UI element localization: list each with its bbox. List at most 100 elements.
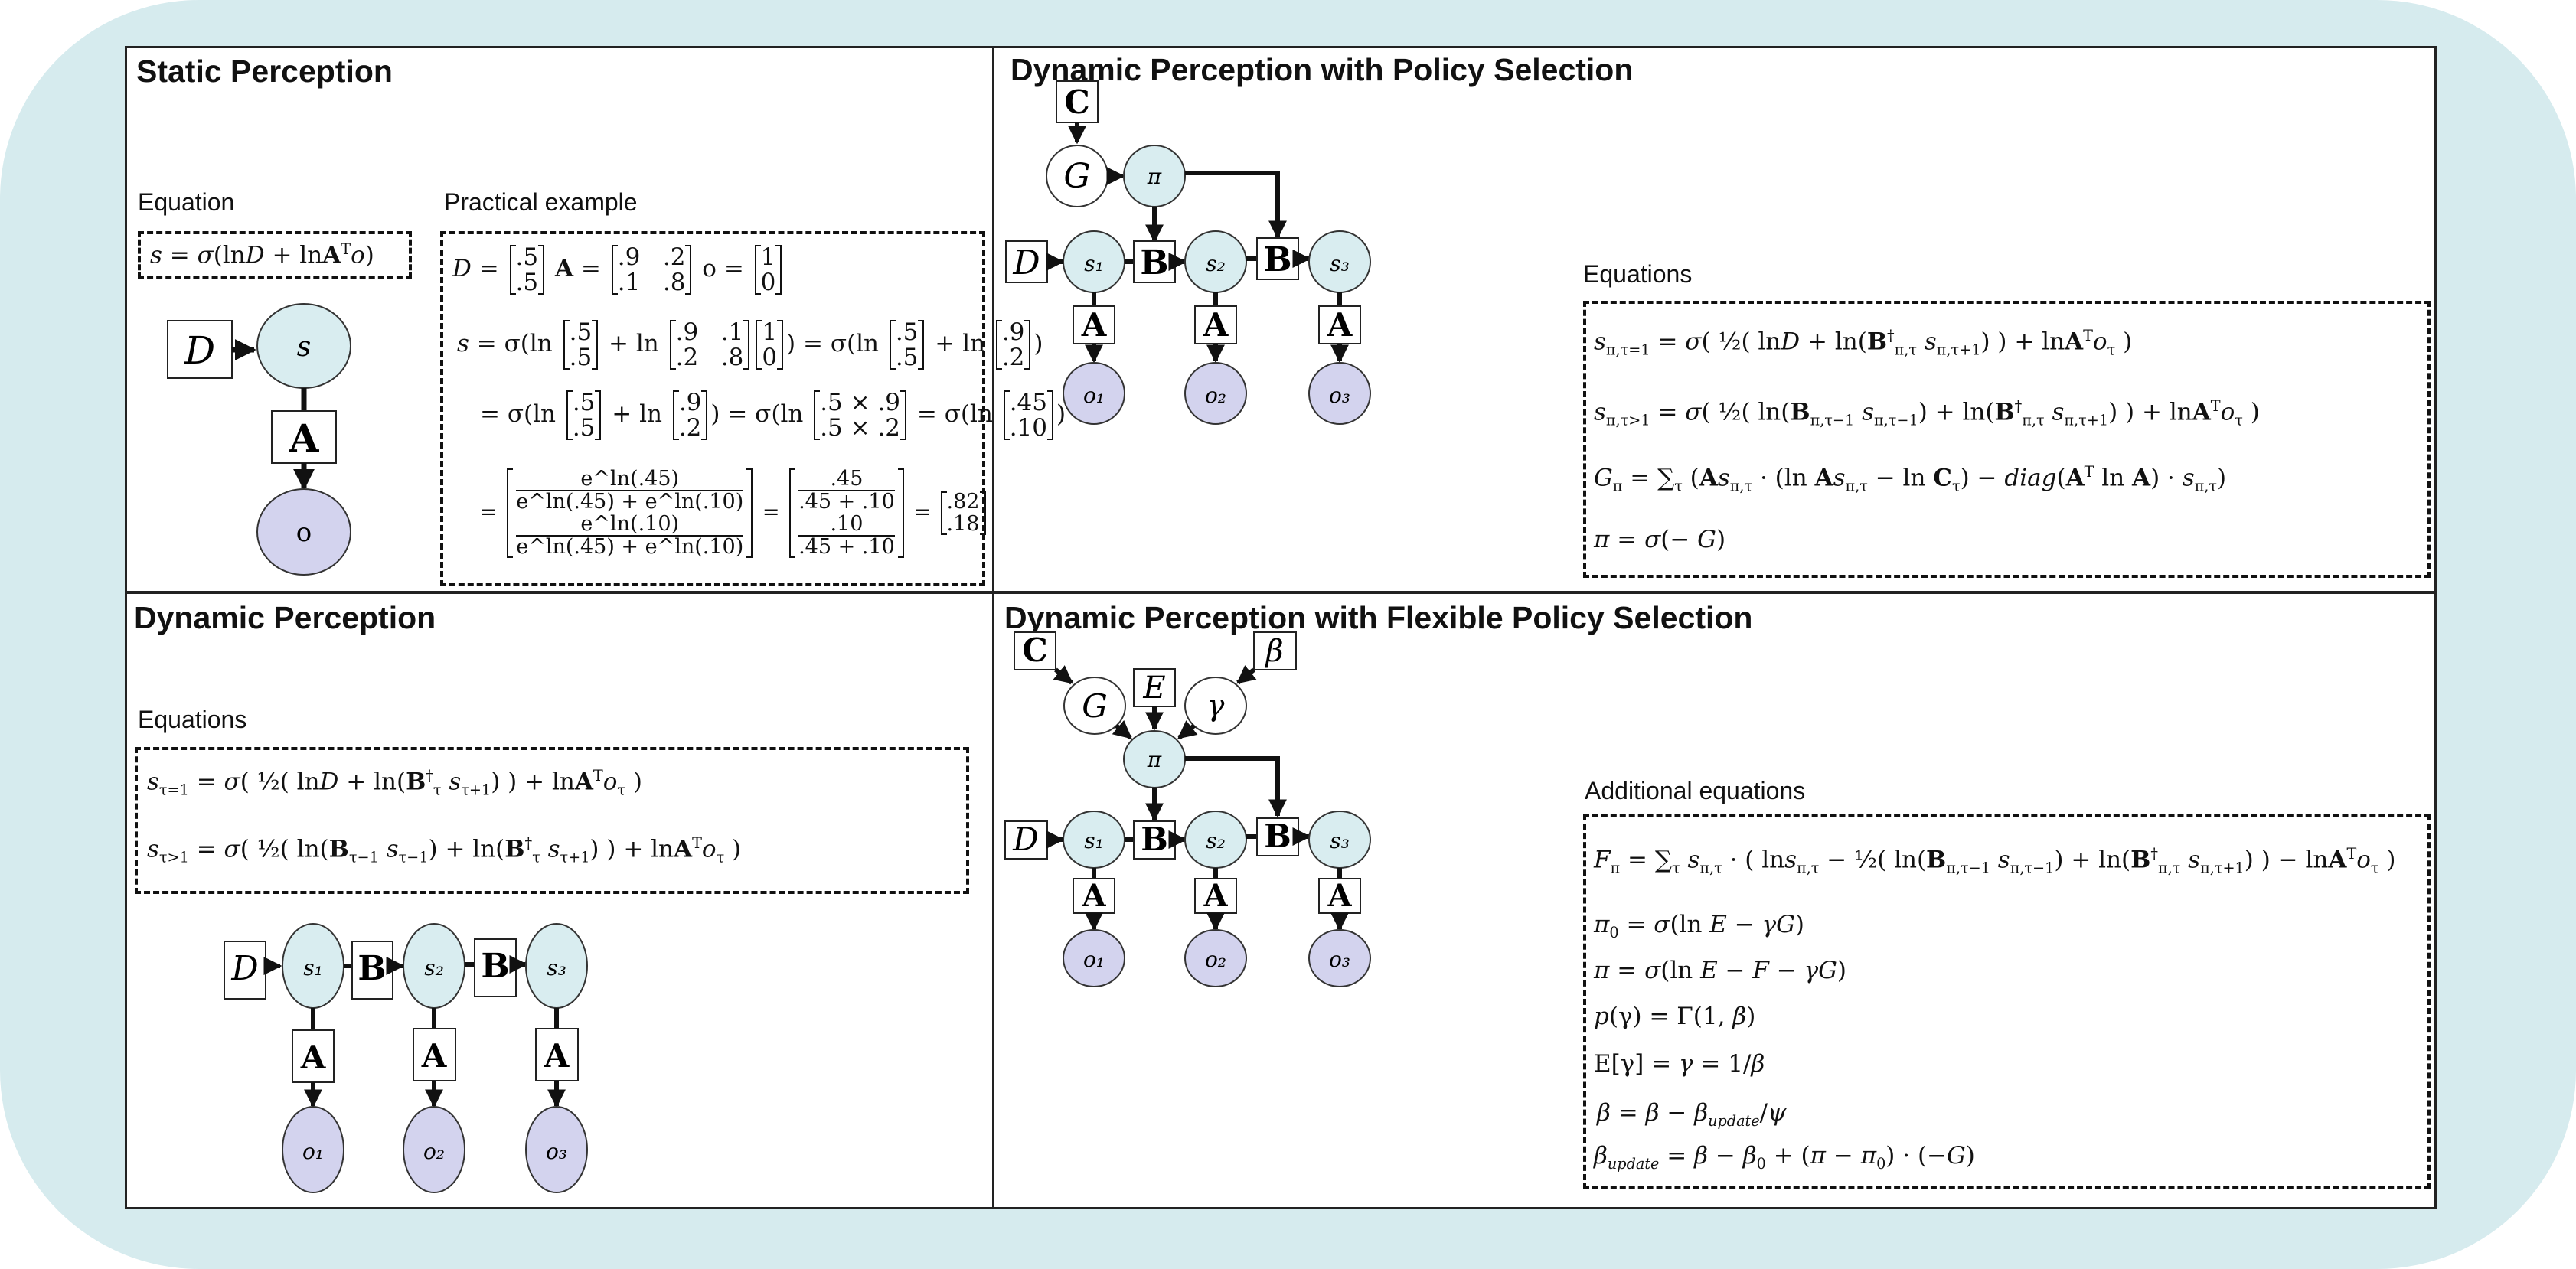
obs-o3-label: o₃ (546, 1139, 567, 1164)
likelihood-column-2: A o₂ (403, 1008, 465, 1193)
transition-B1-node (1133, 820, 1176, 860)
static-equation: s = σ(lnD + lnATo) (150, 240, 374, 269)
obs-o2-label: o₂ (1205, 383, 1226, 408)
habit-E-label: E (1142, 670, 1165, 706)
preference-C-node (1056, 80, 1099, 123)
prior-D-node (1004, 820, 1048, 860)
flex-eq-pi: π = σ(ln E − F − γG) (1594, 957, 1846, 984)
prior-D-node (224, 941, 266, 1000)
likelihood-A-label: A (289, 416, 320, 461)
state-s2-label: s₂ (1206, 828, 1226, 853)
flex-eq-beta: β = β − βupdate/ψ (1597, 1099, 1787, 1130)
habit-E-node (1133, 668, 1176, 707)
obs-o1-node (1063, 929, 1125, 987)
efe-G-label: G (1082, 687, 1108, 725)
static-equation-box: s = σ(lnD + lnATo) (138, 231, 412, 279)
static-graph: D s A o (167, 303, 351, 576)
obs-o2-node (403, 1106, 465, 1193)
precision-gamma-node (1184, 677, 1247, 735)
state-s3-label: s₃ (1330, 828, 1350, 853)
obs-o2-node (1184, 929, 1247, 987)
svg-text:A: A (544, 1037, 570, 1075)
likelihood-A-node (271, 410, 337, 464)
svg-text:A: A (1327, 306, 1353, 344)
observation-node (256, 488, 351, 576)
transition-B2-node (1256, 237, 1299, 280)
transition-B1-node (351, 941, 393, 1000)
preference-C-label: C (1022, 631, 1047, 669)
svg-text:A: A (1203, 306, 1229, 344)
flex-eq-pi0: π0 = σ(ln E − γG) (1594, 911, 1805, 942)
state-s3-label: s₃ (1330, 251, 1350, 276)
additional-equations-label: Additional equations (1585, 777, 1806, 804)
efe-G-label: G (1063, 157, 1090, 196)
transition-B1-label: B (1140, 243, 1168, 282)
panel-title-policy: Dynamic Perception with Policy Selection (1010, 52, 1634, 87)
equation-label: Equation (138, 188, 235, 216)
flex-eq-F: Fπ = ∑τ sπ,τ · ( lnsπ,τ − ½( ln(Bπ,τ−1 s… (1594, 845, 2396, 877)
likelihood-column-1: A o₁ (1063, 292, 1125, 425)
precision-gamma-label: γ (1207, 689, 1225, 723)
efe-G-node (1063, 677, 1126, 735)
state-s1-label: s₁ (1084, 828, 1104, 853)
policy-eq-1: sπ,τ=1 = σ( ½( lnD + ln(B†π,τ sπ,τ+1) ) … (1594, 327, 2133, 359)
preference-C-label: C (1064, 83, 1089, 121)
beta-label: β (1264, 634, 1283, 669)
obs-o3-label: o₃ (1329, 947, 1350, 972)
dynamic-eq-2: sτ>1 = σ( ½( ln(Bτ−1 sτ−1) + ln(B†τ sτ+1… (147, 834, 742, 866)
likelihood-column-3: A o₃ (1308, 292, 1371, 425)
obs-o3-node (525, 1106, 588, 1193)
likelihood-column-1: A o₁ (282, 1008, 344, 1193)
transition-B1-node (1133, 240, 1176, 283)
obs-o1-label: o₁ (1083, 383, 1105, 408)
example-line-3: = σ(ln .5.5 + ln .9.2) = σ(ln .5 × .9.5 … (480, 389, 1066, 442)
obs-o1-node (282, 1106, 344, 1193)
flexible-graph: C β G E γ π D s₁ B s₂ B s₃ A o₁ A o₂ (1004, 631, 1371, 987)
likelihood-column-1: A o₁ (1063, 868, 1125, 987)
obs-o1-node (1063, 362, 1125, 425)
obs-o3-node (1308, 929, 1371, 987)
prior-D-label: D (230, 949, 258, 988)
prior-D-label: D (1012, 243, 1040, 282)
prior-D-node (167, 320, 233, 379)
dynamic-equations-label: Equations (138, 706, 247, 733)
dynamic-equations-box: sτ=1 = σ( ½( lnD + ln(B†τ sτ+1) ) + lnAT… (135, 747, 969, 894)
obs-o3-label: o₃ (1329, 383, 1350, 408)
svg-text:A: A (421, 1037, 448, 1075)
state-s1-label: s₁ (1084, 251, 1104, 276)
example-line-4: = e^ln(.45) e^ln(.45) + e^ln(.10) e^ln(.… (480, 468, 989, 559)
obs-o2-node (1184, 362, 1247, 425)
obs-o2-label: o₂ (423, 1139, 445, 1164)
svg-text:A: A (1081, 306, 1108, 344)
policy-pi-label: π (1147, 164, 1162, 189)
policy-eq-4: π = σ(− G) (1594, 526, 1726, 553)
state-s3-label: s₃ (547, 955, 566, 980)
hidden-state-label: s (297, 331, 311, 363)
svg-text:A: A (1081, 878, 1106, 914)
beta-node (1253, 631, 1297, 670)
obs-o1-label: o₁ (302, 1139, 324, 1164)
result-vector: .82.18 (940, 491, 986, 536)
additional-equations-box: Fπ = ∑τ sπ,τ · ( lnsπ,τ − ½( ln(Bπ,τ−1 s… (1583, 814, 2431, 1189)
transition-B1-label: B (358, 949, 386, 988)
obs-o3-node (1308, 362, 1371, 425)
vertical-divider (992, 46, 994, 1209)
edge-pi-B2 (1185, 171, 1287, 240)
transition-B2-node (1256, 817, 1299, 856)
policy-equations-label: Equations (1583, 260, 1693, 288)
practical-example-label: Practical example (444, 188, 638, 216)
policy-equations-box: sπ,τ=1 = σ( ½( lnD + ln(B†π,τ sπ,τ+1) ) … (1583, 301, 2431, 578)
svg-text:A: A (1203, 878, 1228, 914)
panel-title-static: Static Perception (136, 54, 393, 89)
prior-D-label: D (1012, 820, 1039, 858)
flex-eq-beta-update: βupdate = β − β0 + (π − π0) · (−G) (1594, 1142, 1975, 1173)
policy-eq-2: sπ,τ>1 = σ( ½( ln(Bπ,τ−1 sπ,τ−1) + ln(B†… (1594, 397, 2260, 429)
transition-B2-label: B (481, 947, 509, 986)
observation-label: o (296, 517, 312, 548)
transition-B2-label: B (1264, 817, 1291, 855)
dynamic-graph: D s₁ B s₂ B s₃ A o₁ A o₂ A o₃ (224, 923, 588, 1193)
policy-pi-label: π (1147, 747, 1162, 772)
state-s1-label: s₁ (303, 955, 323, 980)
